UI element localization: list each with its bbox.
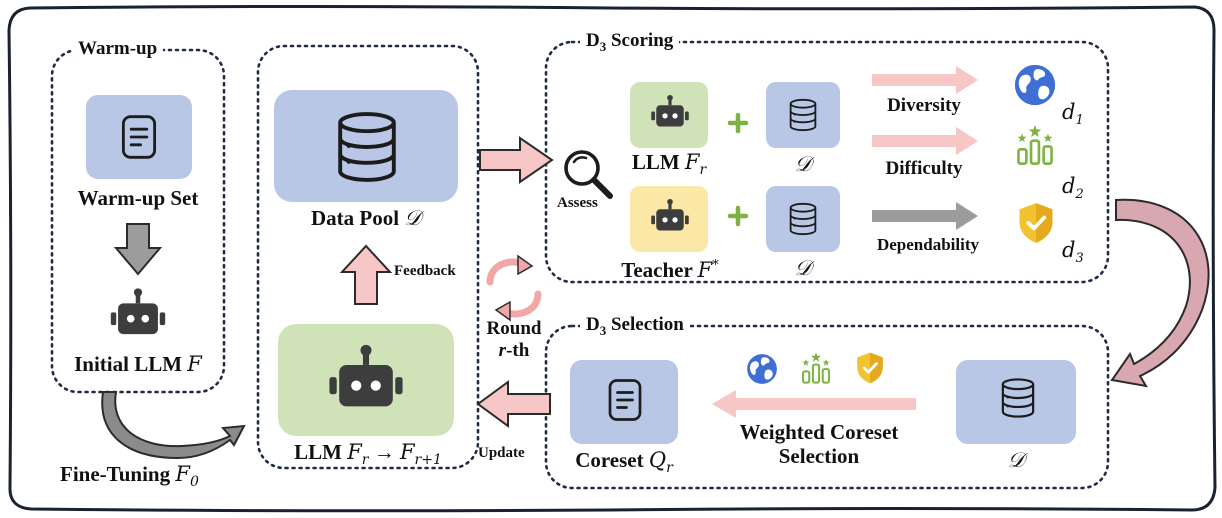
finetune-arrow [101,391,246,460]
teacher-sup: * [712,258,719,273]
teacher-text: Teacher [621,258,693,282]
coreset-label: Coreset Qr [572,448,676,480]
data-box-3 [956,360,1076,444]
update-arrow [476,380,551,428]
round-line1: Round [486,318,542,339]
coreset-text: Coreset [575,448,644,472]
finetune-sub: 0 [189,474,199,491]
pool-frame [256,44,480,470]
finetune-symbol: F [175,462,190,486]
scoring-title-main: D [586,30,600,51]
cycle-arrows-icon [486,254,542,322]
warmup-title: Warm-up [72,38,164,60]
dependability-arrow [872,202,978,230]
magnifier-icon [564,150,613,199]
diversity-arrow [872,66,978,94]
llm-fr-text: LLM [631,150,680,174]
llm-update-label: LLM Fr → Fr+1 [266,440,470,472]
d2-sub: 2 [1075,187,1084,203]
warmup-frame [50,48,226,394]
d2-label: d2 [1062,174,1084,207]
difficulty-arrow [872,127,978,155]
rank-chart-icon [801,351,831,384]
teacher-symbol: F [697,258,713,282]
selection-title-main: D [586,314,600,335]
difficulty-label: Difficulty [885,158,963,179]
llm-from-sub: r [361,452,369,469]
round-label: Round r-th [482,318,546,362]
finetune-text: Fine-Tuning [60,462,171,486]
rank-chart-icon [1016,123,1054,165]
llm-fr-symbol: F [684,150,700,174]
data-pool-symbol: 𝒟 [404,206,422,230]
finetune-label: Fine-Tuning F0 [60,462,199,494]
diversity-label: Diversity [887,95,961,116]
robot-icon [110,288,166,335]
teacher-label: Teacher F* [614,254,726,282]
coreset-symbol: Q [648,448,667,472]
d3-sub: 3 [1075,251,1084,267]
plus-sign [727,112,749,227]
globe-icon [747,354,777,384]
llm-from-symbol: F [347,440,362,464]
assess-label: Assess [557,195,598,211]
scoring-title-rest: Scoring [610,30,674,51]
llm-to-sub: r+1 [414,452,442,469]
llm-to-symbol: F [399,440,415,464]
shield-check-icon [1017,201,1055,245]
llm-update-text: LLM [294,440,342,464]
d1-sub: 1 [1075,113,1084,129]
shield-check-icon [855,351,885,385]
outer-frame [7,5,1217,513]
update-label: Update [478,445,525,461]
data-symbol-1: 𝒟 [794,152,812,176]
coreset-box [570,360,678,444]
globe-icon [1014,64,1056,106]
round-rest: -th [506,340,530,361]
round-line2: r-th [482,340,546,362]
weighted-line1: Weighted Coreset [739,420,899,444]
weighted-selection-arrow [712,390,916,418]
d3-label: d3 [1062,238,1084,271]
initial-llm-symbol: F [187,352,202,376]
selection-title-rest: Selection [610,314,684,335]
d1-label: d1 [1062,100,1084,133]
feedback-label: Feedback [394,263,456,279]
dependability-label: Dependability [876,235,980,254]
assess-arrow [479,136,554,184]
coreset-sub: r [666,460,673,477]
selection-frame [544,324,1110,490]
scoring-title-sub: 3 [599,38,607,54]
data-pool-text: Data Pool [310,206,400,230]
d3-var: d [1062,238,1076,262]
scoring-to-selection-arrow [1110,198,1210,388]
feedback-up-arrow [339,244,393,305]
data-pool-label: Data Pool 𝒟 [276,206,456,230]
d2-var: d [1062,174,1076,198]
selection-title: D3 Selection [580,314,690,342]
warmup-set-label: Warm-up Set [77,186,199,210]
initial-llm-text: Initial LLM [74,352,183,376]
round-var: r [498,340,507,361]
data-symbol-2: 𝒟 [794,256,812,280]
d1-var: d [1062,100,1076,124]
llm-fr-sub: r [699,162,707,179]
weighted-line2: Selection [778,444,860,468]
weighted-selection-label: Weighted Coreset Selection [712,420,926,468]
arrow-glyph: → [373,440,395,464]
warmup-down-arrow [113,223,163,276]
initial-llm-label: Initial LLM F [56,352,220,376]
llm-fr-label: LLM Fr [624,150,714,182]
scoring-title: D3 Scoring [580,30,680,58]
selection-title-sub: 3 [599,322,607,338]
data-symbol-3: 𝒟 [1007,448,1025,472]
